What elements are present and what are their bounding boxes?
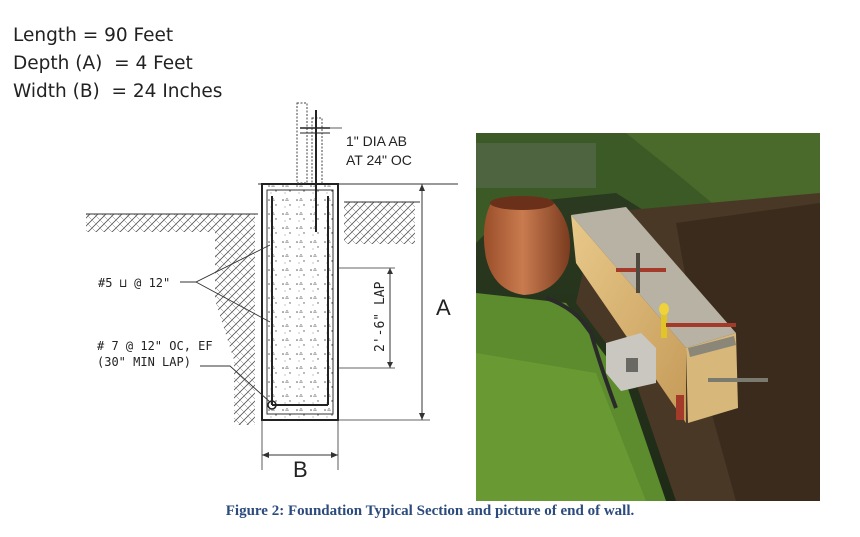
lap-min-label: (30" MIN LAP) [97,355,191,369]
figure-caption: Figure 2: Foundation Typical Section and… [225,503,635,519]
anchor-spacing-label: AT 24" OC [346,152,412,168]
width-b-label: B [293,457,308,482]
length-dimension: Length = 90 Feet [13,25,174,46]
footing-concrete [261,183,339,421]
lap-length-label: 2'-6" LAP [373,281,388,352]
soil-right [344,202,415,244]
stirrup-label: #5 ⊔ @ 12" [98,276,170,290]
anchor-bolt-label: 1" DIA AB [346,133,407,149]
width-dimension: Width (B) = 24 Inches [13,81,223,102]
depth-a-label: A [436,295,451,320]
rebar-label: # 7 @ 12" OC, EF [97,339,213,353]
depth-dimension: Depth (A) = 4 Feet [13,53,193,74]
soil-left [86,214,255,425]
end-of-wall-photo [476,133,820,501]
dimension-list: Length = 90 Feet Depth (A) = 4 Feet Widt… [13,22,222,106]
